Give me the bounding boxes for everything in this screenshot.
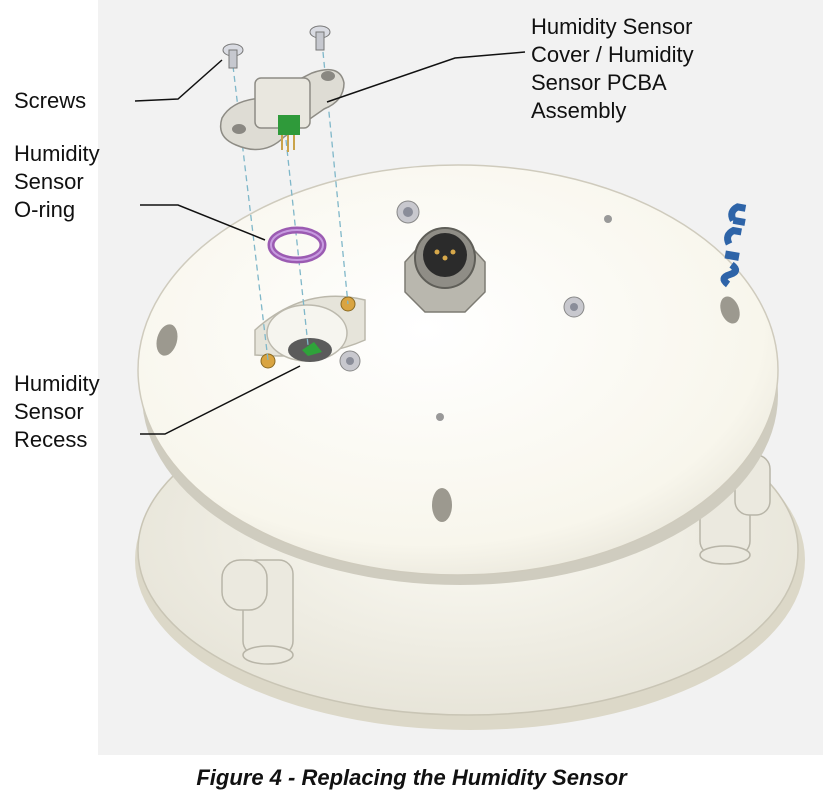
figure-caption: Figure 4 - Replacing the Humidity Sensor	[196, 765, 627, 790]
label-screws: Screws	[14, 88, 87, 113]
screws	[222, 25, 331, 69]
leader-lines	[134, 51, 526, 435]
sensor-cover-assembly	[219, 68, 345, 152]
o-ring	[267, 226, 327, 264]
label-o-ring: Humidity Sensor O-ring	[14, 141, 100, 222]
connector	[404, 227, 486, 313]
sensor-assembly-illustration	[134, 25, 805, 730]
label-cover-assembly: Humidity Sensor Cover / Humidity Sensor …	[531, 14, 694, 123]
sensor-dome	[137, 164, 779, 585]
label-recess: Humidity Sensor Recess	[14, 371, 100, 452]
brand-logo-mark	[720, 203, 747, 288]
